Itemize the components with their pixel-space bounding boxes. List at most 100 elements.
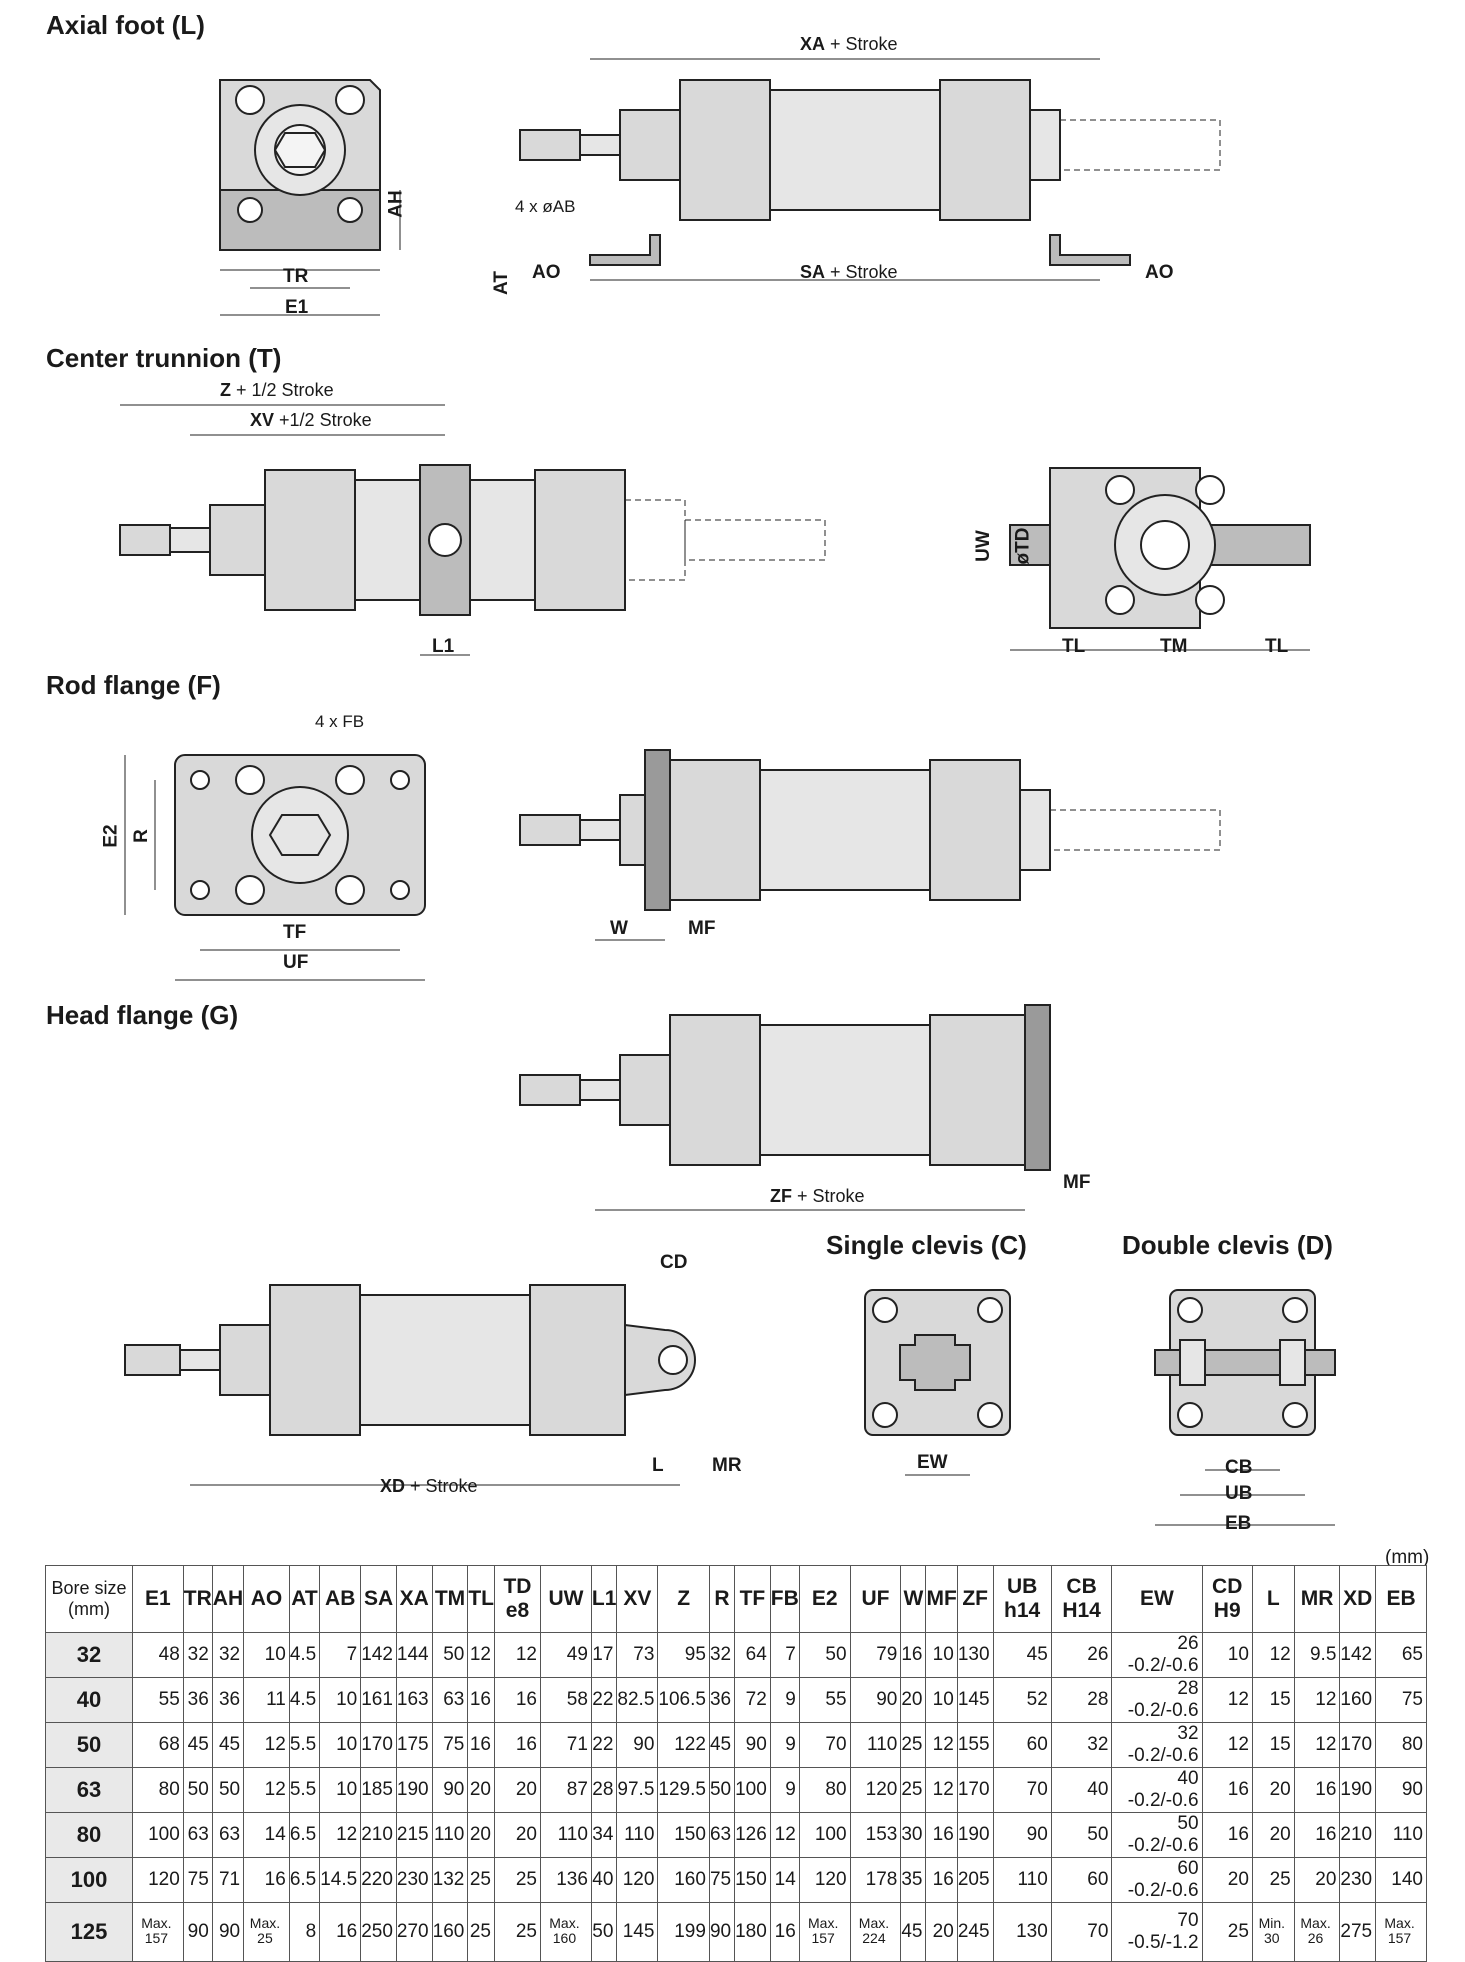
dim-fb: 4 x FB [315,712,365,731]
table-cell: 14 [243,1812,290,1858]
table-cell: 16 [925,1812,958,1858]
axial-foot-side-view [519,58,1221,281]
table-cell: 190 [395,1767,433,1813]
table-cell: 16 [467,1722,495,1768]
table-cell: 12 [1201,1677,1253,1723]
table-cell: 140 [1375,1857,1427,1903]
table-header-cell: CB H14 [1050,1565,1113,1633]
table-cell: 20 [1251,1812,1295,1858]
table-header-cell: UF [849,1565,902,1633]
section-title-head-flange: Head flange (G) [46,1000,239,1030]
table-cell: 20 [493,1812,541,1858]
table-cell: 35 [900,1857,927,1903]
table-cell: 6.5 [288,1812,321,1858]
table-cell: 16 [319,1902,362,1962]
table-cell: 32 [708,1632,736,1678]
table-header-cell: R [708,1565,736,1633]
table-cell: 55 [132,1677,184,1723]
table-cell: 14.5 [319,1857,362,1903]
table-cell: 8 [288,1902,321,1962]
table-cell: 63 [708,1812,736,1858]
table-cell: 90 [992,1812,1052,1858]
table-cell: 90 [734,1722,771,1768]
table-cell: 22 [590,1722,618,1768]
table-cell: 25 [493,1902,541,1962]
table-header-cell: TL [467,1565,495,1633]
table-cell: Max. 160 [539,1902,592,1962]
table-cell: 63 [211,1812,245,1858]
table-cell: 49 [539,1632,592,1678]
table-cell: 71 [539,1722,592,1768]
dim-w: W [610,918,628,939]
table-cell: 110 [431,1812,469,1858]
table-cell: 12 [769,1812,800,1858]
table-cell: 45 [182,1722,213,1768]
table-cell: 100 [798,1812,851,1858]
table-cell: 16 [769,1902,800,1962]
table-cell: 68 [132,1722,184,1768]
table-cell: 70 -0.5/-1.2 [1111,1902,1203,1962]
bore-size-cell: 80 [45,1812,133,1858]
table-header-cell: TD e8 [493,1565,541,1633]
bore-size-cell: 50 [45,1722,133,1768]
table-cell: 230 [395,1857,433,1903]
table-header-cell: TF [734,1565,771,1633]
table-cell: 26 [1050,1632,1113,1678]
table-cell: 20 [493,1767,541,1813]
table-cell: 80 [798,1767,851,1813]
table-cell: 40 [1050,1767,1113,1813]
table-cell: 170 [956,1767,994,1813]
table-cell: 90 [211,1902,245,1962]
table-cell: 15 [1251,1677,1295,1723]
table-cell: 4.5 [288,1632,321,1678]
table-cell: 22 [590,1677,618,1723]
table-cell: 10 [319,1722,362,1768]
table-header-cell: EB [1375,1565,1427,1633]
single-clevis-end-view [864,1289,1011,1476]
table-cell: 163 [395,1677,433,1723]
table-header-cell: AT [288,1565,321,1633]
table-cell: 20 [467,1812,495,1858]
table-header-cell: CD H9 [1201,1565,1253,1633]
table-cell: 64 [734,1632,771,1678]
dim-r: R [130,829,152,843]
dim-xd: XD [380,1476,406,1496]
table-cell: 72 [734,1677,771,1723]
table-cell: 12 [1293,1722,1341,1768]
table-cell: 50 [708,1767,736,1813]
table-cell: 12 [467,1632,495,1678]
table-cell: 10 [1201,1632,1253,1678]
table-cell: 58 [539,1677,592,1723]
table-cell: 25 [493,1857,541,1903]
table-cell: 12 [1293,1677,1341,1723]
table-cell: 122 [657,1722,710,1768]
table-cell: 12 [243,1767,290,1813]
table-cell: 144 [395,1632,433,1678]
table-cell: 82.5 [616,1677,659,1723]
center-trunnion-side-view [119,404,826,656]
table-cell: 129.5 [657,1767,710,1813]
table-header-cell: XD [1339,1565,1377,1633]
table-cell: 95 [657,1632,710,1678]
unit-label: (mm) [1385,1547,1430,1568]
table-cell: Max. 25 [243,1902,290,1962]
table-cell: 120 [798,1857,851,1903]
dim-xv-stroke: +1/2 Stroke [279,410,372,430]
dim-ew: EW [917,1452,948,1473]
table-cell: 63 [431,1677,469,1723]
table-header-cell: E2 [798,1565,851,1633]
table-cell: 150 [734,1857,771,1903]
table-cell: 50 [431,1632,469,1678]
dim-mr: MR [712,1455,742,1476]
dim-xd-stroke: + Stroke [410,1476,478,1496]
table-cell: 199 [657,1902,710,1962]
table-cell: 16 [1293,1767,1341,1813]
table-cell: 50 [211,1767,245,1813]
dim-ab: 4 x øAB [515,197,576,216]
table-cell: 25 [1251,1857,1295,1903]
table-cell: 5.5 [288,1722,321,1768]
table-header-cell: W [900,1565,927,1633]
